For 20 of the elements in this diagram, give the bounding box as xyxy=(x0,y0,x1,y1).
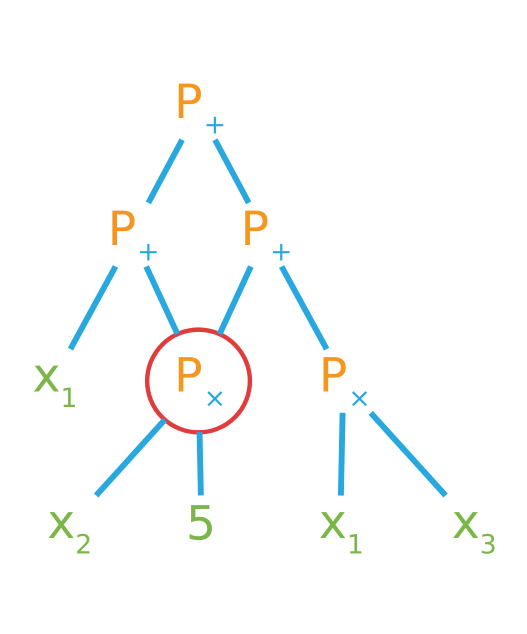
node-text: P$_{+}$ xyxy=(108,202,160,268)
connector xyxy=(368,410,448,497)
connector xyxy=(146,138,185,204)
node-text: x$_{3}$ xyxy=(452,494,497,560)
connector xyxy=(212,138,252,204)
node-text: x$_{2}$ xyxy=(47,494,92,560)
node-text: 5 xyxy=(186,496,216,551)
connector xyxy=(196,432,204,495)
connector xyxy=(68,264,118,350)
node-circle: P$_{×}$ xyxy=(144,326,252,434)
node-text: P$_{×}$ xyxy=(318,348,371,414)
connector xyxy=(278,264,330,350)
connector xyxy=(94,417,167,497)
node-text: P$_{+}$ xyxy=(174,74,226,140)
node-text: P$_{+}$ xyxy=(240,202,292,268)
node-text: x$_{1}$ xyxy=(318,494,364,560)
node-text: x$_{1}$ xyxy=(32,348,78,414)
connector xyxy=(144,264,180,335)
connector xyxy=(338,412,346,496)
connector xyxy=(217,264,254,335)
